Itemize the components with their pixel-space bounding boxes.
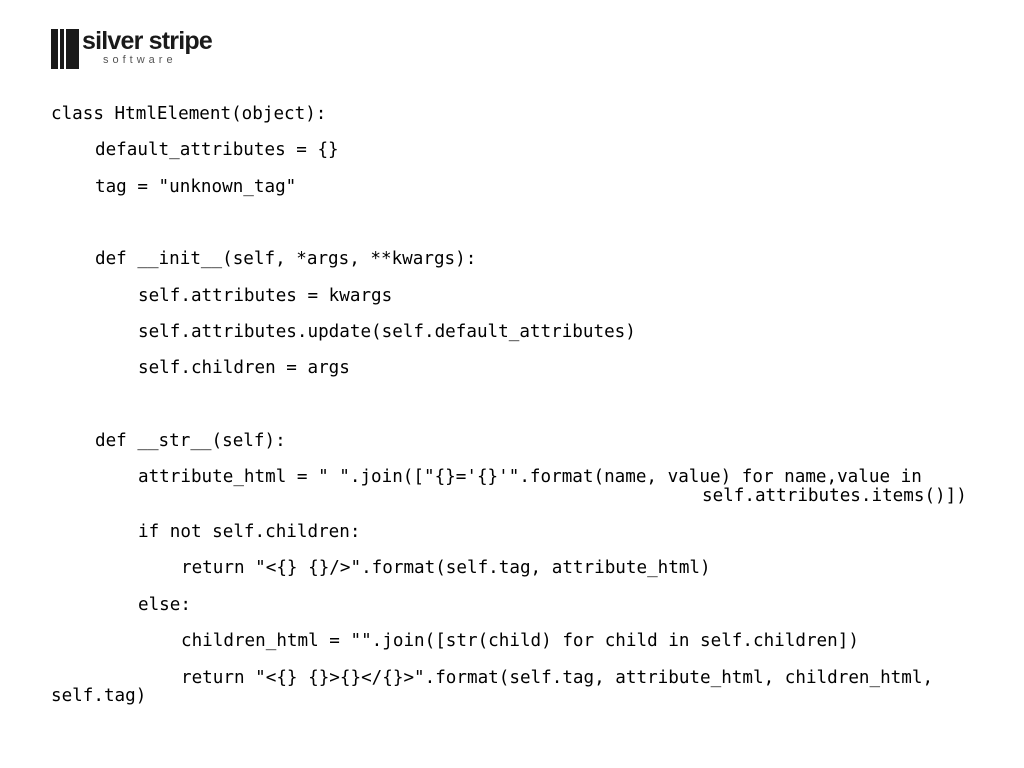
code-line: tag = "unknown_tag" <box>95 177 297 197</box>
code-line: default_attributes = {} <box>95 140 339 160</box>
code-line: self.tag) <box>51 686 147 706</box>
stripe-logo-mark <box>51 29 79 69</box>
code-line: attribute_html = " ".join(["{}='{}'".for… <box>138 467 922 487</box>
code-line: return "<{} {}>{}</{}>".format(self.tag,… <box>181 668 934 688</box>
code-line: children_html = "".join([str(child) for … <box>181 631 859 651</box>
code-line: return "<{} {}/>".format(self.tag, attri… <box>181 558 711 578</box>
code-line: class HtmlElement(object): <box>51 104 327 124</box>
code-line: self.attributes = kwargs <box>138 286 393 306</box>
logo-wordmark: silver stripe <box>82 27 213 55</box>
code-line: else: <box>138 595 191 615</box>
code-line: def __str__(self): <box>95 431 286 451</box>
code-line: if not self.children: <box>138 522 361 542</box>
code-line: self.attributes.items()]) <box>702 486 967 506</box>
code-line: def __init__(self, *args, **kwargs): <box>95 249 477 269</box>
code-line: self.attributes.update(self.default_attr… <box>138 322 636 342</box>
logo-subtitle: software <box>103 54 177 66</box>
silverstripe-logo: silver stripe software <box>51 27 226 69</box>
code-line: self.children = args <box>138 358 350 378</box>
